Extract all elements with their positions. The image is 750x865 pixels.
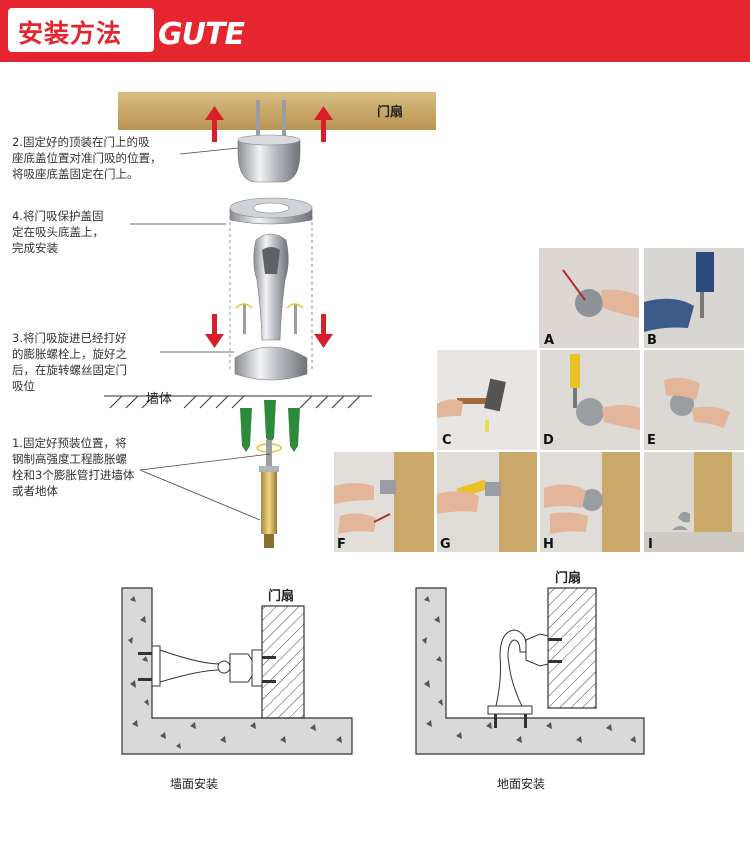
ring-cover: [229, 197, 313, 225]
photo-d: [539, 349, 641, 451]
photo-a: [538, 247, 640, 349]
photo-g: [436, 451, 538, 553]
photo-caption-f: F: [337, 537, 346, 552]
brand-logo: GUTE: [158, 17, 245, 52]
assembly-illustration: [104, 92, 436, 548]
step-3-text: 3.将门吸旋进已经打好 的膨胀螺栓上，旋好之 后，在旋转螺丝固定门 吸位: [12, 331, 127, 393]
door-stop-body: [234, 233, 308, 381]
floor-mount-diagram: [415, 587, 645, 755]
header-banner: 安装方法 GUTE: [0, 0, 750, 62]
expansion-bolt: [256, 440, 282, 548]
wall-diagram-door-label: 门扇: [268, 589, 295, 604]
page-title: 安装方法: [18, 19, 123, 48]
photo-b: [643, 247, 745, 349]
photo-caption-h: H: [543, 537, 554, 552]
title-box: [8, 8, 154, 52]
photo-caption-e: E: [647, 433, 656, 448]
photo-c: [436, 349, 538, 451]
wall-label: 墙体: [146, 392, 173, 407]
floor-diagram-caption: 地面安装: [497, 777, 546, 791]
door-screws: [256, 100, 286, 136]
step-4-text: 4.将门吸保护盖固 定在吸头底盖上， 完成安装: [12, 209, 104, 255]
wall-mount-diagram: [121, 587, 353, 755]
photo-caption-i: I: [648, 537, 653, 552]
wall-diagram-caption: 墙面安装: [170, 777, 219, 791]
photo-f: [333, 451, 435, 553]
up-arrows: [205, 106, 333, 142]
step-2-text: 2.固定好的顶装在门上的吸 座底盖位置对准门吸的位置， 将吸座底盖固定在门上。: [12, 135, 162, 181]
photo-caption-a: A: [544, 333, 555, 348]
side-screws: [235, 303, 304, 334]
photo-caption-g: G: [440, 537, 451, 552]
photo-i: [643, 451, 745, 553]
down-arrows: [205, 314, 333, 348]
door-plank: [118, 92, 436, 130]
step-1-text: 1.固定好预装位置，将 钢制高强度工程膨胀螺 栓和3个膨胀管打进墙体 或者地体: [12, 436, 135, 498]
leader-lines: [130, 147, 271, 521]
base-cup: [237, 139, 301, 183]
photo-h: [539, 451, 641, 553]
ground-line: [104, 395, 372, 409]
photo-caption-c: C: [442, 433, 452, 448]
floor-diagram-door-label: 门扇: [555, 571, 582, 586]
photo-caption-b: B: [647, 333, 657, 348]
door-label: 门扇: [377, 105, 404, 120]
photo-e: [643, 349, 745, 451]
photo-caption-d: D: [543, 433, 554, 448]
green-anchors: [240, 400, 300, 452]
guide-lines: [229, 210, 313, 372]
concrete-speckles: [128, 596, 342, 749]
